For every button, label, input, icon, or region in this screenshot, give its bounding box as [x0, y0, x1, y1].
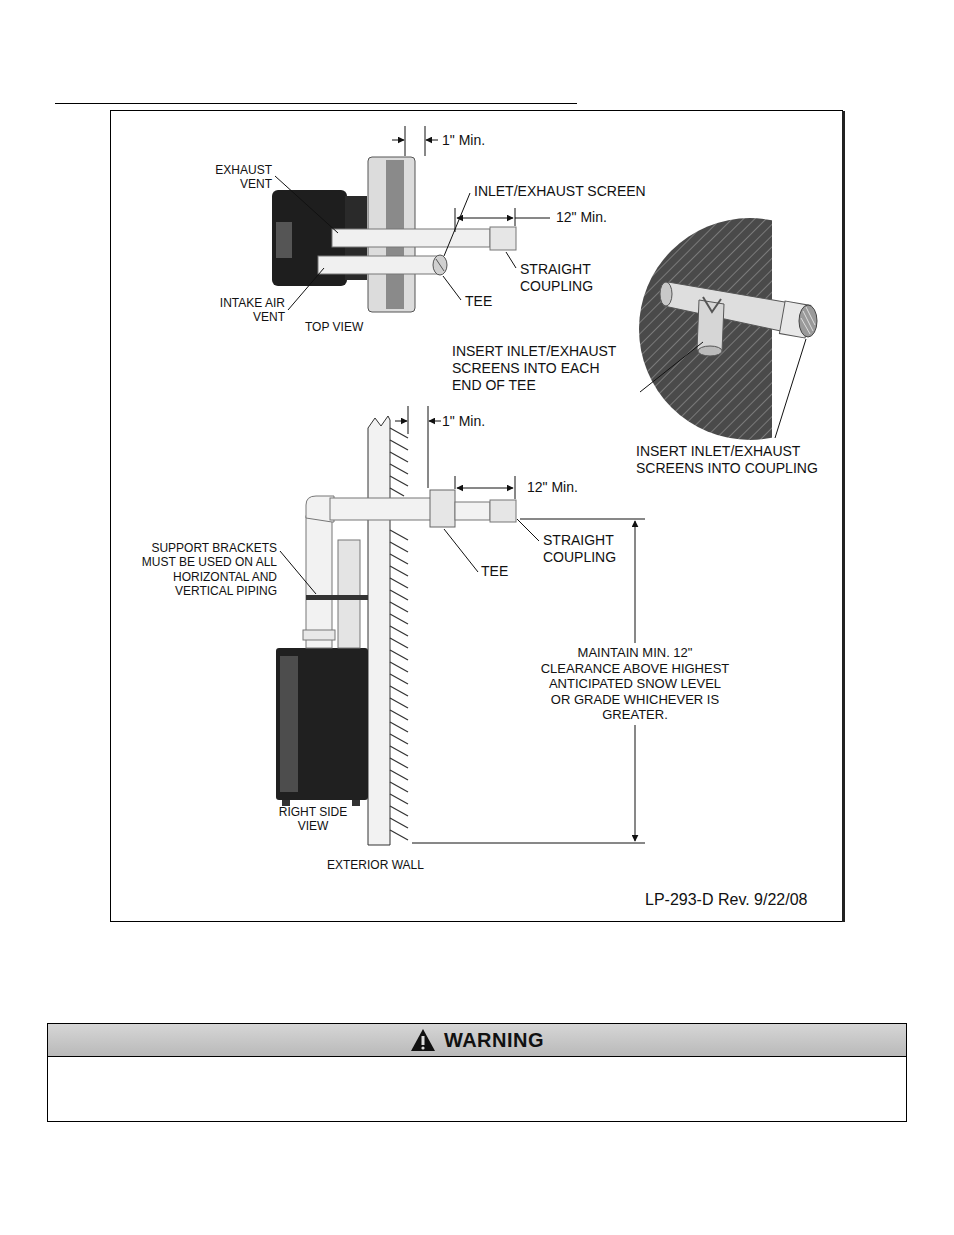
dimension: 1" Min. — [442, 413, 485, 430]
clearance-note: MAINTAIN MIN. 12" CLEARANCE ABOVE HIGHES… — [540, 643, 730, 725]
warning-heading: WARNING — [444, 1029, 544, 1052]
part-label: INTAKE AIR VENT — [195, 296, 285, 325]
instruction-note: SUPPORT BRACKETS MUST BE USED ON ALL HOR… — [117, 541, 277, 599]
view-label: RIGHT SIDE VIEW — [268, 805, 358, 834]
dimension: 1" Min. — [442, 132, 485, 149]
view-label: TOP VIEW — [305, 320, 363, 334]
part-label: STRAIGHT COUPLING — [520, 261, 630, 295]
instruction-note: INSERT INLET/EXHAUST SCREENS INTO EACH E… — [452, 343, 632, 393]
warning-icon — [410, 1028, 436, 1052]
dimension: 12" Min. — [556, 209, 607, 226]
part-label: EXTERIOR WALL — [327, 858, 424, 872]
dimension: 12" Min. — [527, 479, 578, 496]
part-label: EXHAUST VENT — [192, 163, 272, 192]
part-label: STRAIGHT COUPLING — [543, 532, 653, 566]
revision-code: LP-293-D Rev. 9/22/08 — [645, 890, 807, 909]
warning-band: WARNING — [48, 1024, 906, 1057]
part-label: TEE — [465, 293, 492, 310]
instruction-note: INSERT INLET/EXHAUST SCREENS INTO COUPLI… — [636, 443, 836, 477]
part-label: TEE — [481, 563, 508, 580]
part-label: INLET/EXHAUST SCREEN — [474, 183, 646, 200]
